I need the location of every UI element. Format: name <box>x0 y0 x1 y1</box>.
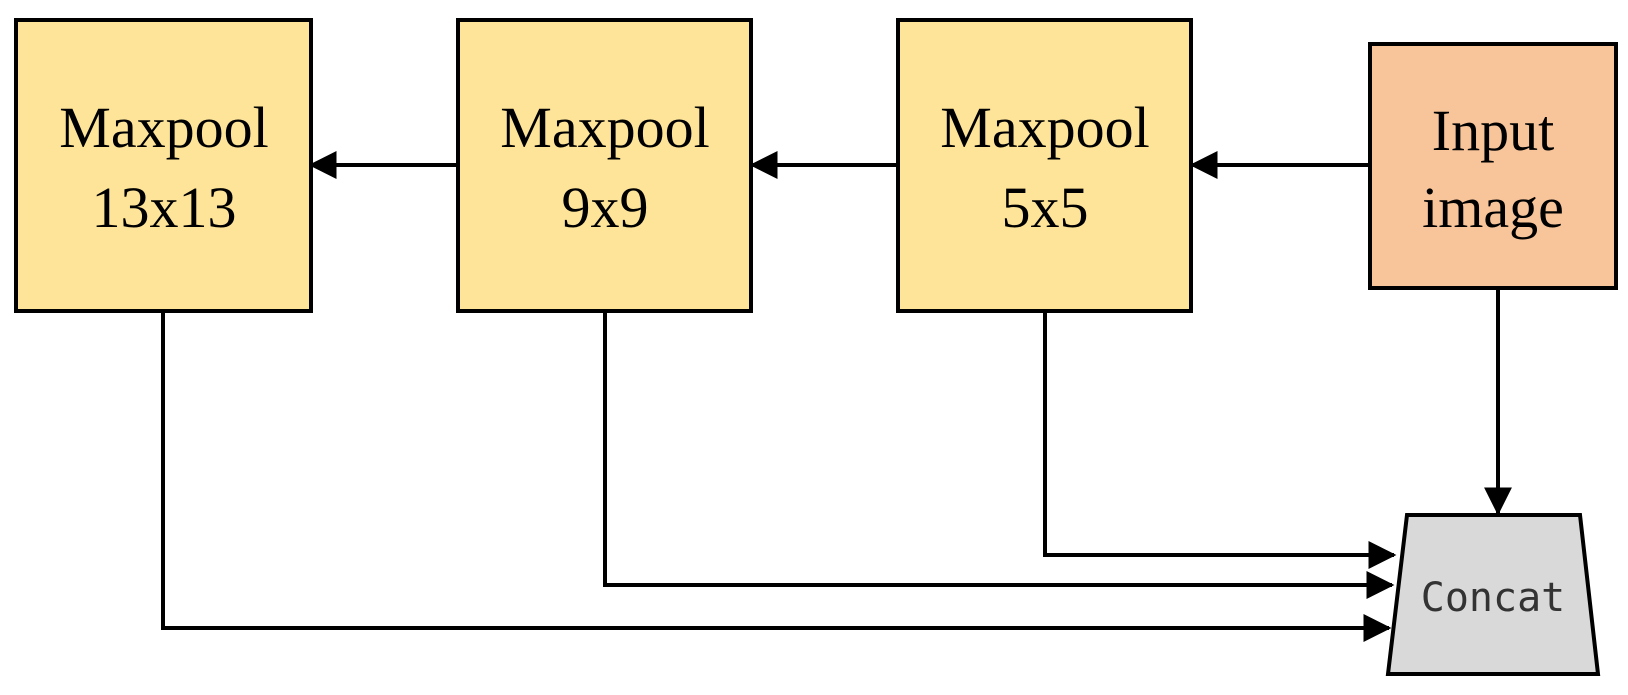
concat-trapezoid <box>1385 513 1601 676</box>
input-image-node: Input image <box>1368 42 1618 290</box>
edge-maxpool-9-to-concat <box>603 311 1395 599</box>
maxpool-5x5-node: Maxpool 5x5 <box>896 18 1193 313</box>
input-image-subtitle: image <box>1422 175 1564 240</box>
edge-maxpool-13-to-concat <box>161 311 1392 642</box>
edge-maxpool-5-to-concat <box>1043 311 1397 569</box>
maxpool-9x9-node: Maxpool 9x9 <box>456 18 753 313</box>
maxpool-13x13-title: Maxpool <box>59 95 268 160</box>
maxpool-5x5-box <box>896 18 1193 313</box>
input-image-title: Input <box>1432 98 1554 163</box>
maxpool-5x5-title: Maxpool <box>940 95 1149 160</box>
maxpool-13x13-box <box>14 18 313 313</box>
concat-label: Concat <box>1421 575 1566 621</box>
maxpool-5x5-size: 5x5 <box>1002 175 1089 240</box>
concat-node: Concat <box>1385 513 1601 676</box>
maxpool-13x13-node: Maxpool 13x13 <box>14 18 313 313</box>
maxpool-9x9-title: Maxpool <box>500 95 709 160</box>
input-image-box <box>1368 42 1618 290</box>
maxpool-9x9-box <box>456 18 753 313</box>
maxpool-9x9-size: 9x9 <box>562 175 649 240</box>
maxpool-13x13-size: 13x13 <box>92 175 237 240</box>
